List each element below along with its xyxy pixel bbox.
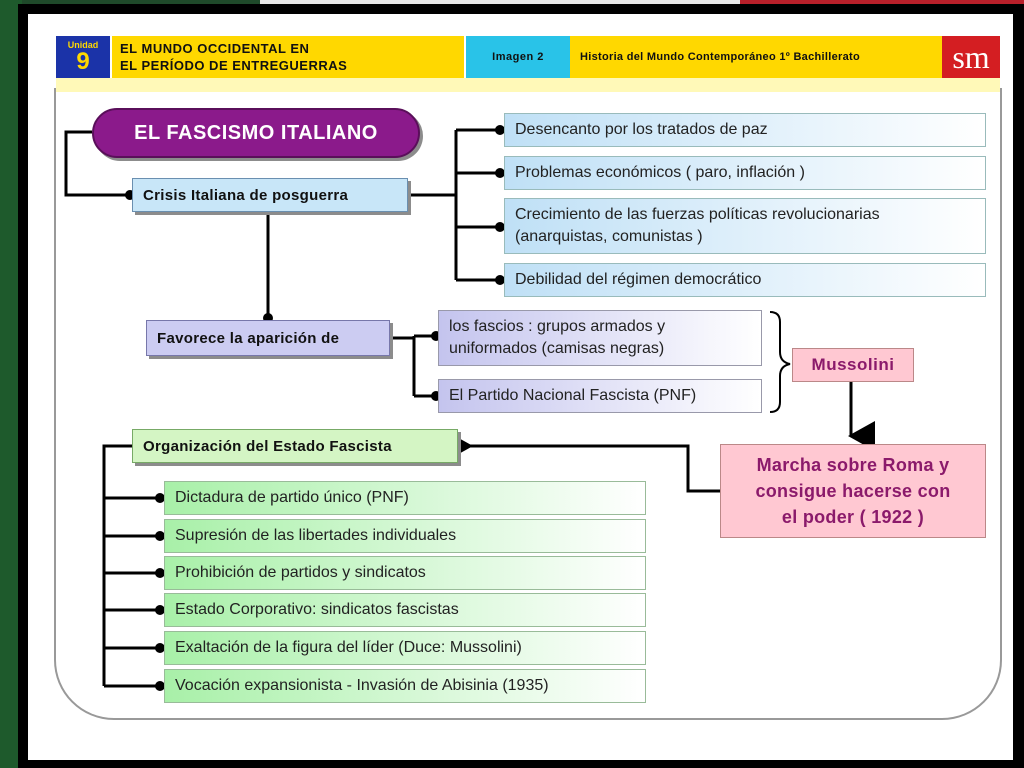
image-label-box: Imagen 2 (466, 36, 570, 78)
favorece-label: Favorece la aparición de (146, 320, 390, 356)
dot-cause-3 (495, 222, 505, 232)
cause-item: Debilidad del régimen democrático (504, 263, 986, 297)
marcha-line: Marcha sobre Roma y (756, 455, 950, 475)
organizacion-label: Organización del Estado Fascista (132, 429, 458, 463)
course-title: Historia del Mundo Contemporáneo 1º Bach… (580, 51, 861, 63)
bracket (769, 311, 791, 413)
marcha-line: el poder ( 1922 ) (781, 507, 925, 527)
background-left (0, 0, 22, 768)
line-title-crisis (64, 130, 132, 197)
background-top-red (740, 0, 1024, 4)
favorece-item: El Partido Nacional Fascista (PNF) (438, 379, 762, 413)
dot-cause-1 (495, 125, 505, 135)
diagram-title: EL FASCISMO ITALIANO (92, 108, 420, 158)
dot-org-item-3 (155, 568, 165, 578)
organizacion-item: Dictadura de partido único (PNF) (164, 481, 646, 515)
dot-cause-4 (495, 275, 505, 285)
image-label: Imagen 2 (492, 51, 544, 63)
unit-badge: Unidad 9 (56, 36, 110, 78)
dot-org-item-2 (155, 531, 165, 541)
course-box: Historia del Mundo Contemporáneo 1º Bach… (570, 36, 942, 78)
crisis-label: Crisis Italiana de posguerra (132, 178, 408, 212)
marcha-box: Marcha sobre Roma y consigue hacerse con… (720, 444, 986, 538)
publisher-logo: sm (942, 36, 1000, 78)
cause-item: Crecimiento de las fuerzas políticas rev… (504, 198, 986, 254)
unit-title: EL MUNDO OCCIDENTAL EN EL PERÍODO DE ENT… (112, 36, 464, 78)
unit-label: Unidad (67, 40, 99, 50)
dot-org-item-4 (155, 605, 165, 615)
content-border (54, 88, 1002, 720)
dot-cause-2 (495, 168, 505, 178)
unit-number: 9 (76, 48, 90, 75)
organizacion-item: Estado Corporativo: sindicatos fascistas (164, 593, 646, 627)
dot-org-item-6 (155, 681, 165, 691)
line-organizacion-left (102, 444, 132, 686)
marcha-line: consigue hacerse con (755, 481, 951, 501)
organizacion-item: Supresión de las libertades individuales (164, 519, 646, 553)
dot-org-item-5 (155, 643, 165, 653)
unit-title-line2: EL PERÍODO DE ENTREGUERRAS (120, 58, 348, 73)
background-top-strip (260, 0, 740, 4)
organizacion-item: Exaltación de la figura del líder (Duce:… (164, 631, 646, 665)
organizacion-item: Prohibición de partidos y sindicatos (164, 556, 646, 590)
unit-title-line1: EL MUNDO OCCIDENTAL EN (120, 41, 310, 56)
favorece-item: los fascios : grupos armados y uniformad… (438, 310, 762, 366)
mussolini-box: Mussolini (792, 348, 914, 382)
line-marcha-organizacion (446, 431, 720, 493)
header-strip (56, 78, 1000, 92)
logo-text: sm (952, 39, 990, 75)
dot-org-item-1 (155, 493, 165, 503)
organizacion-item: Vocación expansionista - Invasión de Abi… (164, 669, 646, 703)
cause-item: Problemas económicos ( paro, inflación ) (504, 156, 986, 190)
cause-item: Desencanto por los tratados de paz (504, 113, 986, 147)
